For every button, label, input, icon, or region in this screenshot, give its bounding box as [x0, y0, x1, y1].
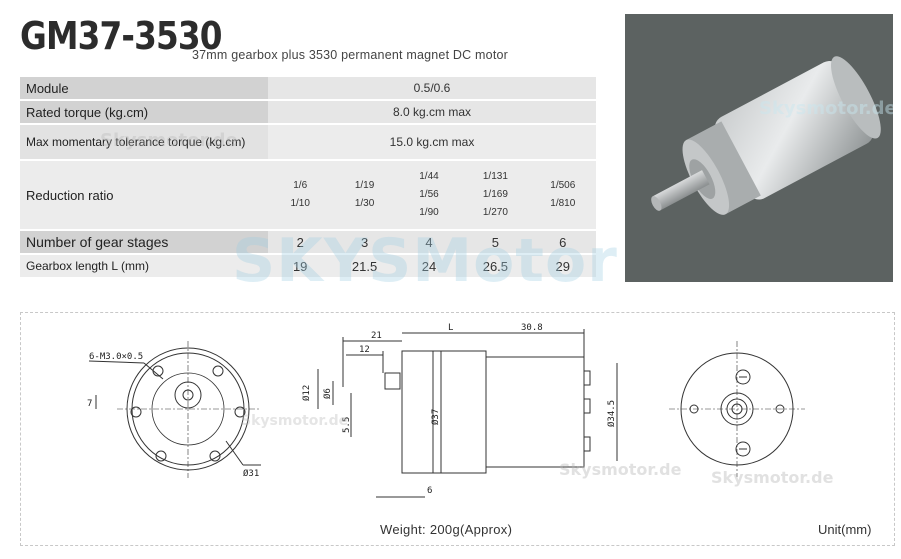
- ratio: 1/90: [419, 207, 439, 218]
- length-value: 26.5: [461, 254, 530, 279]
- reduction-col-3: 1/44 1/56 1/90: [396, 160, 462, 231]
- drawing-watermark: Skysmotor.de: [241, 413, 348, 429]
- ratio: 1/10: [290, 198, 310, 209]
- dim-phi12: Ø12: [301, 385, 312, 401]
- dim-5-5: 5.5: [342, 417, 352, 433]
- side-view: [317, 329, 618, 498]
- length-value: 19: [268, 254, 333, 279]
- drawing-watermark: Skysmotor.de: [711, 468, 834, 487]
- dim-12: 12: [359, 345, 370, 355]
- module-label: Module: [20, 77, 268, 101]
- ratio: 1/19: [354, 180, 375, 191]
- ratio: 1/506: [550, 180, 576, 191]
- dim-L: L: [448, 323, 453, 333]
- dim-30-8: 30.8: [521, 323, 543, 333]
- dim-phi37: Ø37: [430, 409, 441, 425]
- weight-text: Weight: 200g(Approx): [380, 522, 513, 537]
- reduction-col-2: 1/19 1/30: [332, 160, 397, 231]
- max-torque-label: Max momentary tolerance torque (kg.cm): [20, 124, 268, 161]
- stages-value: 6: [529, 230, 596, 255]
- stages-value: 2: [268, 230, 333, 255]
- length-value: 24: [396, 254, 462, 279]
- max-torque-value: 15.0 kg.cm max: [268, 124, 596, 161]
- technical-drawing: 6-M3.0×0.5 7 Ø31 21 12 L 30.8 Ø12 Ø6 5.5…: [20, 312, 895, 546]
- row-max-torque: Max momentary tolerance torque (kg.cm) 1…: [20, 124, 596, 161]
- unit-text: Unit(mm): [818, 522, 872, 537]
- rated-torque-label: Rated torque (kg.cm): [20, 100, 268, 125]
- rated-torque-value: 8.0 kg.cm max: [268, 100, 596, 125]
- motor-photo: Skysmotor.de: [625, 14, 897, 282]
- reduction-col-1: 1/6 1/10: [268, 160, 333, 231]
- dim-hole-label: 6-M3.0×0.5: [89, 352, 143, 362]
- spec-table: Module 0.5/0.6 Rated torque (kg.cm) 8.0 …: [20, 77, 596, 279]
- stages-label: Number of gear stages: [20, 230, 268, 255]
- row-stages: Number of gear stages 2 3 4 5 6: [20, 230, 596, 255]
- length-label: Gearbox length L (mm): [20, 254, 268, 279]
- ratio: 1/30: [354, 198, 375, 209]
- dim-6: 6: [427, 486, 432, 496]
- ratio: 1/810: [550, 198, 576, 209]
- dim-phi31: Ø31: [243, 468, 259, 479]
- reduction-label: Reduction ratio: [20, 160, 268, 231]
- drawing-svg: 6-M3.0×0.5 7 Ø31 21 12 L 30.8 Ø12 Ø6 5.5…: [87, 323, 834, 498]
- row-reduction: Reduction ratio 1/6 1/10 1/19 1/30 1/44 …: [20, 160, 596, 231]
- length-value: 29: [529, 254, 596, 279]
- photo-watermark: Skysmotor.de: [759, 98, 893, 119]
- rear-view: [669, 341, 805, 477]
- ratio: 1/169: [482, 189, 508, 200]
- ratio: 1/270: [482, 207, 508, 218]
- row-rated-torque: Rated torque (kg.cm) 8.0 kg.cm max: [20, 100, 596, 125]
- watermark: SKYSMotor: [232, 226, 618, 296]
- drawing-watermark: Skysmotor.de: [559, 460, 682, 479]
- dim-21: 21: [371, 331, 382, 341]
- row-module: Module 0.5/0.6: [20, 77, 596, 101]
- model-subtitle: 37mm gearbox plus 3530 permanent magnet …: [192, 48, 509, 62]
- ratio: 1/44: [419, 171, 439, 182]
- module-value: 0.5/0.6: [268, 77, 596, 101]
- stages-value: 3: [332, 230, 397, 255]
- ratio: 1/6: [293, 180, 308, 191]
- reduction-col-5: 1/506 1/810: [529, 160, 596, 231]
- row-length: Gearbox length L (mm) 19 21.5 24 26.5 29: [20, 254, 596, 279]
- model-title: GM37-3530: [20, 14, 222, 58]
- watermark-small: Skysmotor.de: [100, 130, 238, 151]
- ratio: 1/56: [419, 189, 439, 200]
- reduction-col-4: 1/131 1/169 1/270: [461, 160, 530, 231]
- stages-value: 4: [396, 230, 462, 255]
- length-value: 21.5: [332, 254, 397, 279]
- front-view: [88, 341, 261, 478]
- dim-phi6: Ø6: [322, 388, 333, 399]
- dim-phi34-5: Ø34.5: [606, 400, 617, 427]
- dim-7: 7: [87, 399, 92, 409]
- stages-value: 5: [461, 230, 530, 255]
- ratio: 1/131: [482, 171, 508, 182]
- motor-illustration: Skysmotor.de: [651, 56, 897, 215]
